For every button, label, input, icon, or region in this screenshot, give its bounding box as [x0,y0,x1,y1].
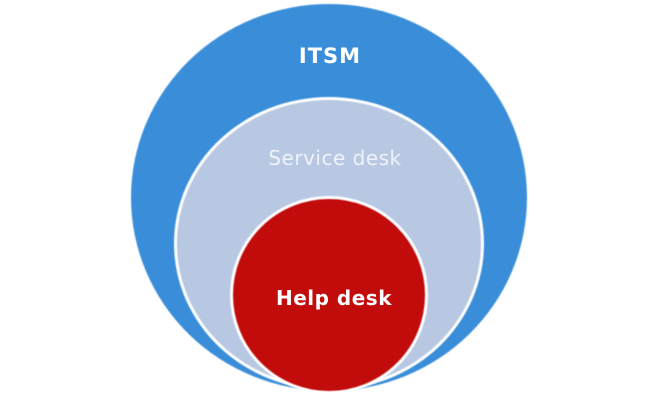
help-desk-circle [230,196,428,394]
help-desk-label: Help desk [275,286,393,310]
service-desk-label: Service desk [268,146,402,170]
itsm-label: ITSM [298,44,362,68]
